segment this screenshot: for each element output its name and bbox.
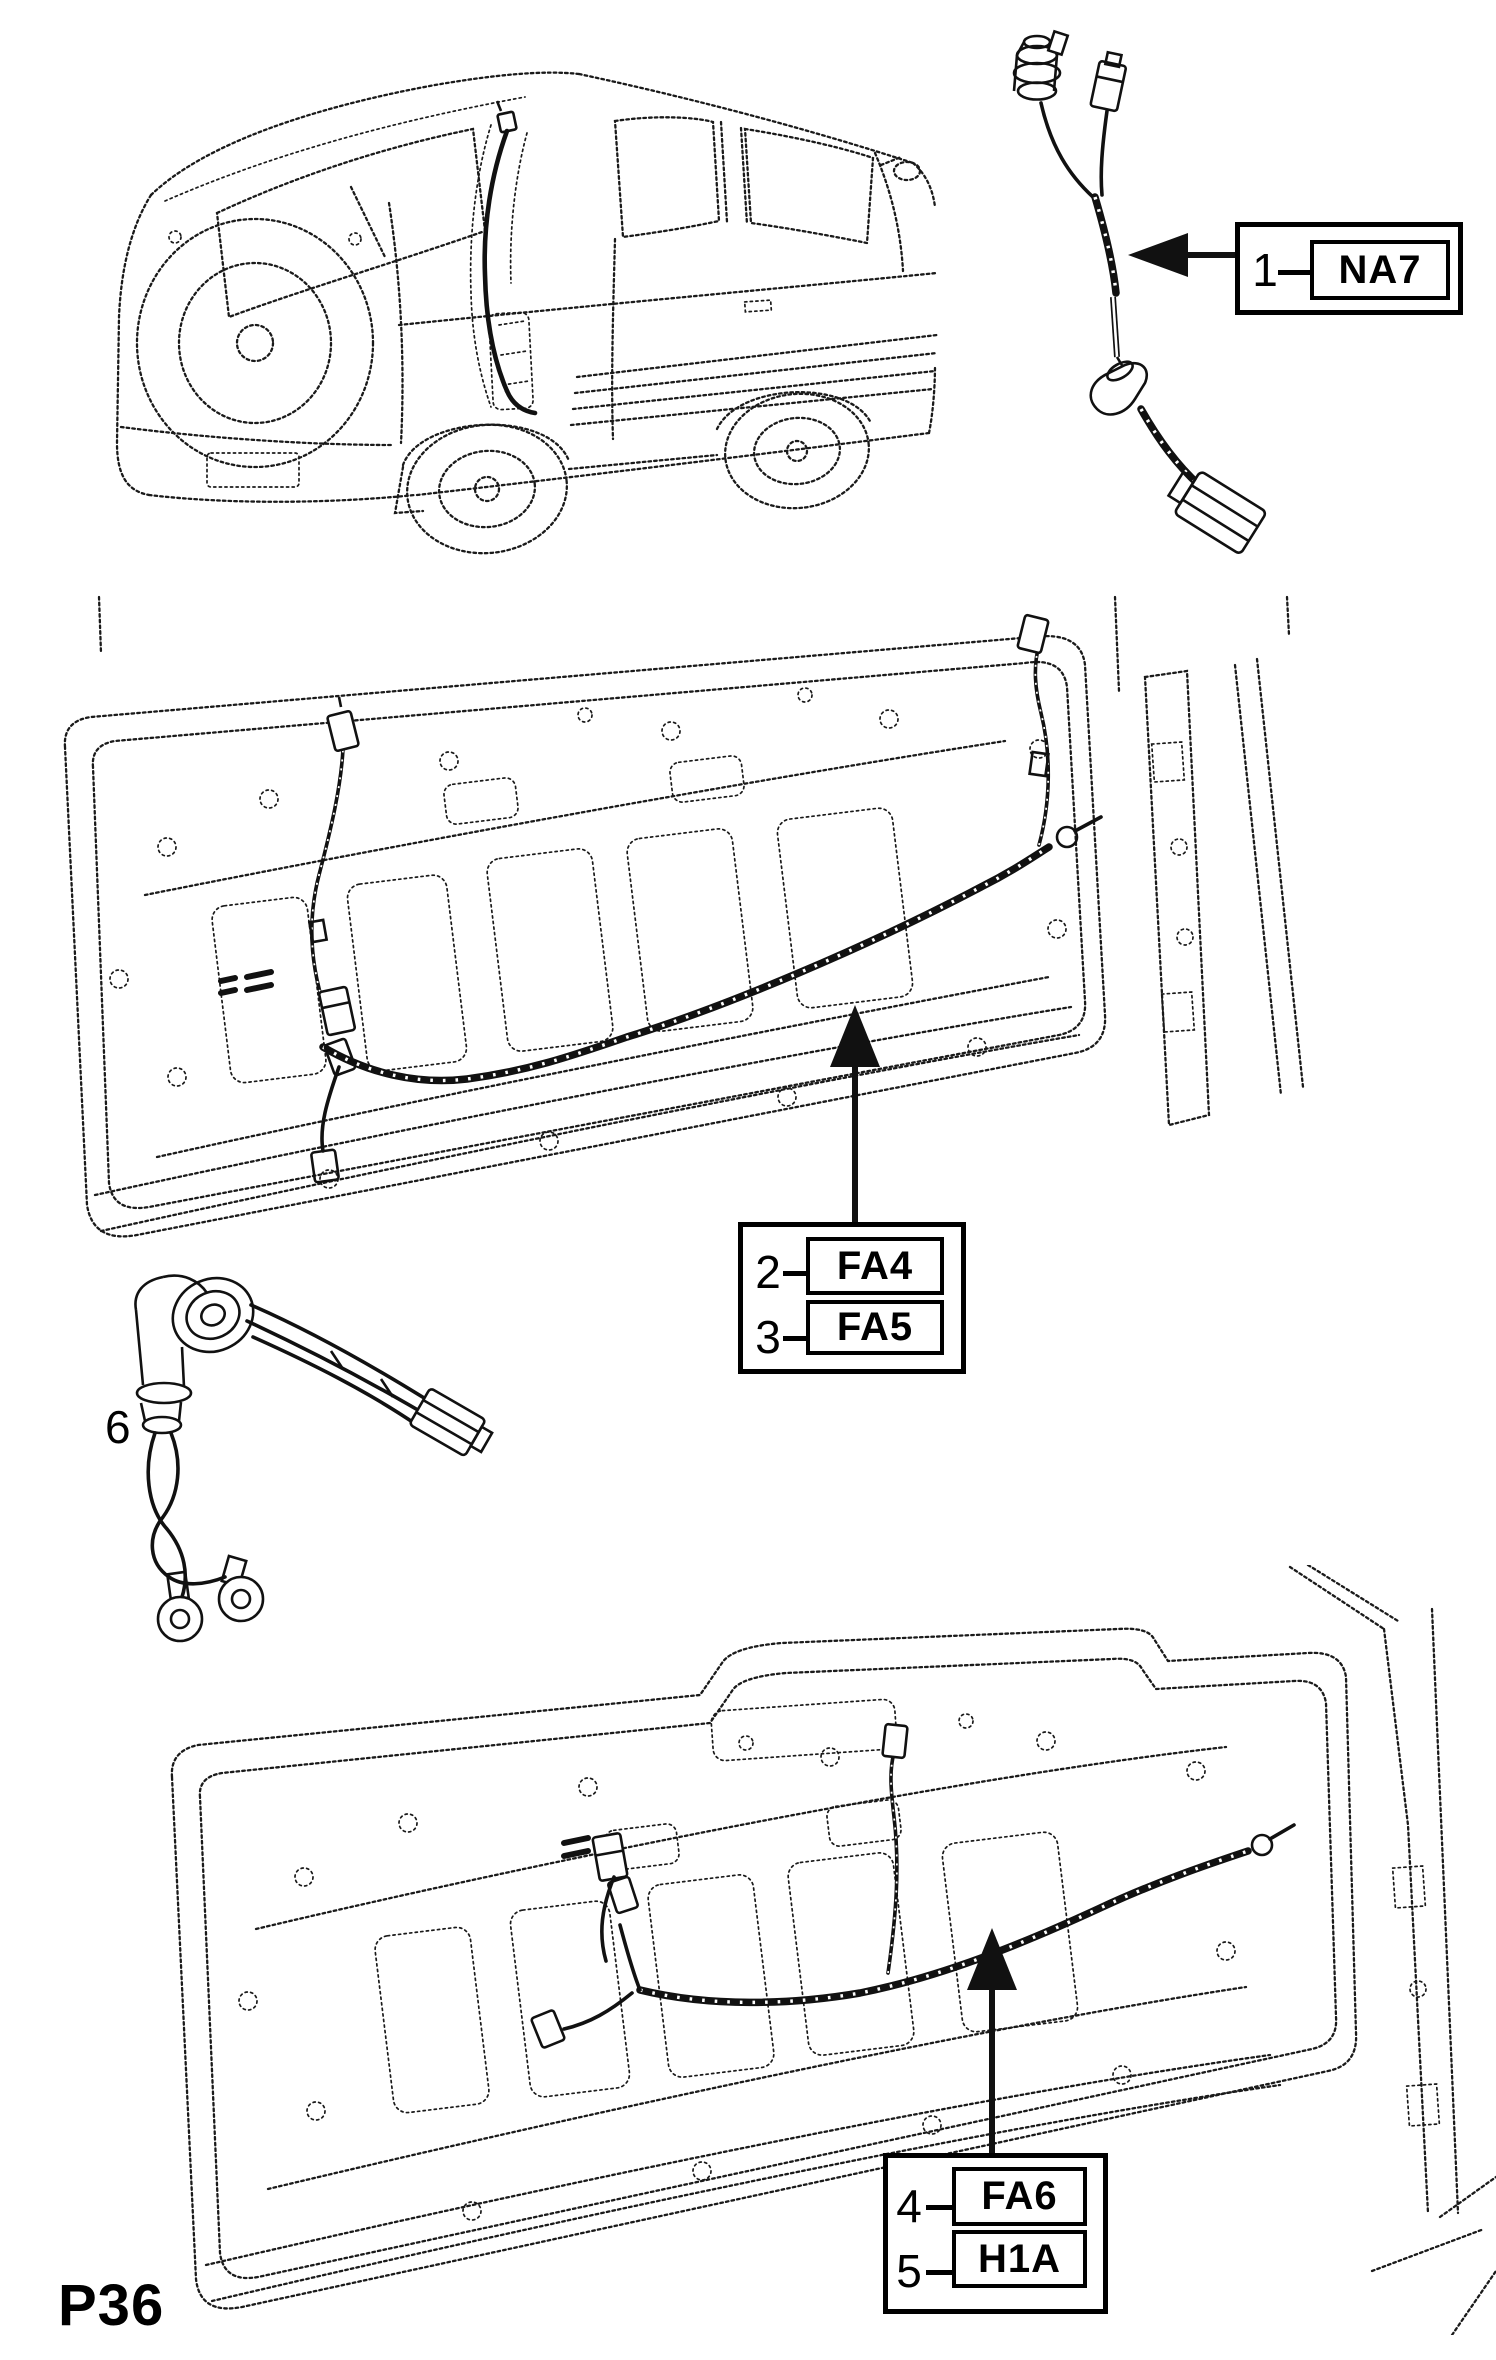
callout-leader-line xyxy=(783,1271,806,1276)
callout-box-1: 1 NA7 xyxy=(1235,222,1463,315)
callout-number-1: 1 xyxy=(1252,244,1278,296)
part-code-fa4: FA4 xyxy=(806,1237,944,1295)
door-panel-upper-illustration xyxy=(63,595,1305,1238)
small-connector xyxy=(409,1388,494,1457)
callout-number-4: 4 xyxy=(896,2180,922,2232)
door-harness xyxy=(218,613,1103,1184)
callout-number-2: 2 xyxy=(755,1246,781,1298)
callout-number-6: 6 xyxy=(105,1401,131,1453)
harness-6-illustration xyxy=(134,1274,494,1643)
pillar-harness-highlight xyxy=(482,100,538,416)
part-code-h1a: H1A xyxy=(952,2230,1087,2288)
part-code-fa5: FA5 xyxy=(806,1300,944,1355)
callout-leader-line xyxy=(1278,270,1310,275)
vehicle-illustration xyxy=(115,71,939,555)
part-code-na7: NA7 xyxy=(1310,240,1450,300)
callout-arrow-2 xyxy=(830,1005,880,1227)
callout-leader-line xyxy=(926,2270,952,2275)
callout-number-5: 5 xyxy=(896,2245,922,2297)
grommet xyxy=(1089,356,1148,416)
callout-arrow-3 xyxy=(967,1928,1017,2158)
page-number: P36 xyxy=(58,2273,165,2338)
callout-box-4-5: 4 FA6 5 H1A xyxy=(883,2153,1108,2314)
door-harness xyxy=(530,1722,1296,2049)
harness-na7-illustration xyxy=(1012,29,1267,554)
callout-leader-line xyxy=(783,1336,806,1341)
callout-arrow-1 xyxy=(1128,233,1240,277)
callout-leader-line xyxy=(926,2205,952,2210)
callout-number-3: 3 xyxy=(755,1311,781,1363)
part-code-fa6: FA6 xyxy=(952,2167,1087,2226)
callout-box-2-3: 2 FA4 3 FA5 xyxy=(738,1222,966,1374)
large-connector xyxy=(1166,470,1267,554)
door-panel-lower-illustration xyxy=(170,1565,1496,2335)
